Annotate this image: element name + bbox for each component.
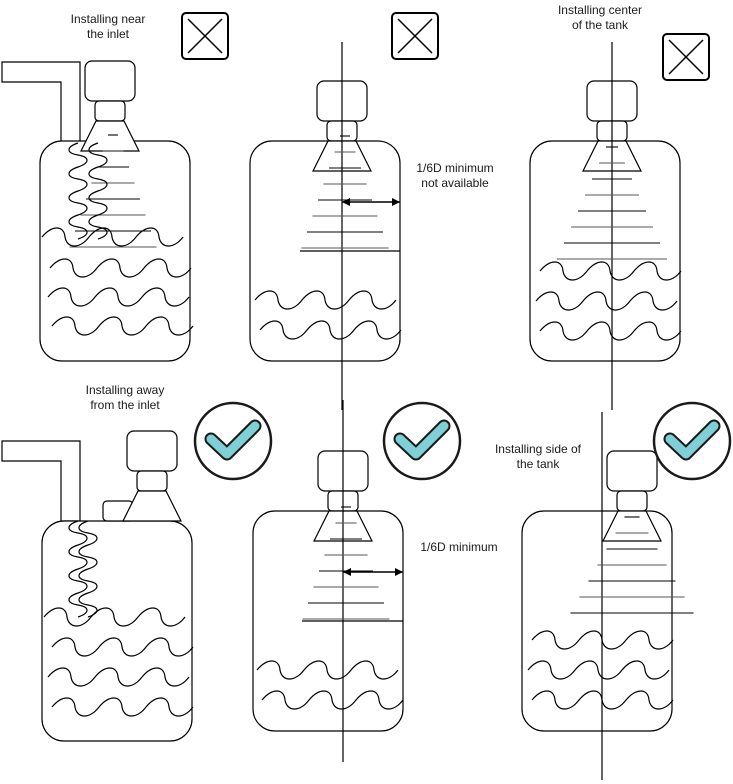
sensor-neck — [136, 470, 168, 492]
panel-no-clearance — [249, 12, 439, 410]
x-stroke — [397, 18, 433, 54]
panel-with-clearance — [252, 400, 462, 762]
sensor-head — [84, 60, 136, 102]
liquid-wave — [51, 697, 194, 717]
liquid-wave — [51, 637, 194, 657]
tank-body — [521, 510, 673, 732]
liquid-wave — [254, 290, 397, 310]
label-line: Installing near — [70, 12, 146, 26]
x-stroke — [187, 18, 223, 54]
label-near-inlet: Installing near the inlet — [58, 12, 158, 42]
liquid-wave — [531, 690, 674, 710]
label-line: the inlet — [86, 27, 130, 41]
checkmark-fill — [665, 421, 719, 459]
sensor-neck — [616, 490, 648, 512]
sensor-head — [126, 430, 178, 472]
sensor-head — [606, 450, 658, 492]
liquid-wave — [535, 291, 678, 311]
label-line: from the inlet — [90, 398, 160, 412]
sensor-horn — [80, 120, 140, 152]
annotation-line: 1/6D minimum — [420, 540, 498, 554]
panel-away-inlet — [1, 401, 273, 742]
checkmark-fill — [206, 421, 260, 459]
liquid-wave — [47, 287, 190, 307]
annotation-no-clearance: 1/6D minimum not available — [400, 161, 510, 191]
liquid-wave — [539, 321, 682, 341]
checkmark-fill — [395, 421, 449, 459]
label-line: Installing side of — [494, 442, 582, 456]
arrowhead-right — [395, 568, 403, 576]
arrowhead-left — [343, 568, 351, 576]
label-line: Installing away — [85, 383, 165, 397]
sensor-horn — [122, 490, 182, 522]
x-stroke — [668, 39, 704, 75]
label-center: Installing center of the tank — [545, 3, 655, 33]
arrowhead-left — [342, 198, 350, 206]
liquid-wave — [256, 660, 399, 680]
label-line: Installing center — [557, 3, 643, 17]
label-line: the tank — [516, 457, 560, 471]
liquid-wave — [51, 316, 194, 336]
inlet-pipe — [1, 61, 81, 144]
annotation-line: not available — [421, 176, 489, 190]
tank-body — [529, 140, 681, 362]
liquid-wave — [41, 227, 184, 247]
annotation-line: 1/6D minimum — [416, 161, 494, 175]
label-away-inlet: Installing away from the inlet — [70, 383, 180, 413]
sensor-neck — [94, 100, 126, 122]
liquid-wave — [43, 607, 186, 627]
liquid-wave — [261, 690, 404, 710]
liquid-wave — [259, 320, 402, 340]
liquid-wave — [539, 261, 682, 281]
inflow-stream — [68, 142, 88, 240]
inflow-stream — [68, 520, 88, 618]
liquid-wave — [47, 667, 190, 687]
panel-near-inlet — [1, 12, 229, 362]
panel-center — [529, 33, 710, 410]
liquid-wave — [531, 630, 674, 650]
liquid-wave — [49, 258, 192, 278]
arrowhead-right — [392, 198, 400, 206]
tank-body — [39, 140, 191, 362]
annotation-with-clearance: 1/6D minimum — [404, 540, 514, 555]
panel-side — [521, 401, 732, 780]
inflow-stream — [88, 142, 108, 240]
label-line: of the tank — [571, 18, 629, 32]
inflow-stream — [78, 520, 98, 618]
label-side: Installing side of the tank — [482, 442, 594, 472]
liquid-wave — [527, 660, 670, 680]
inlet-pipe — [1, 440, 81, 522]
